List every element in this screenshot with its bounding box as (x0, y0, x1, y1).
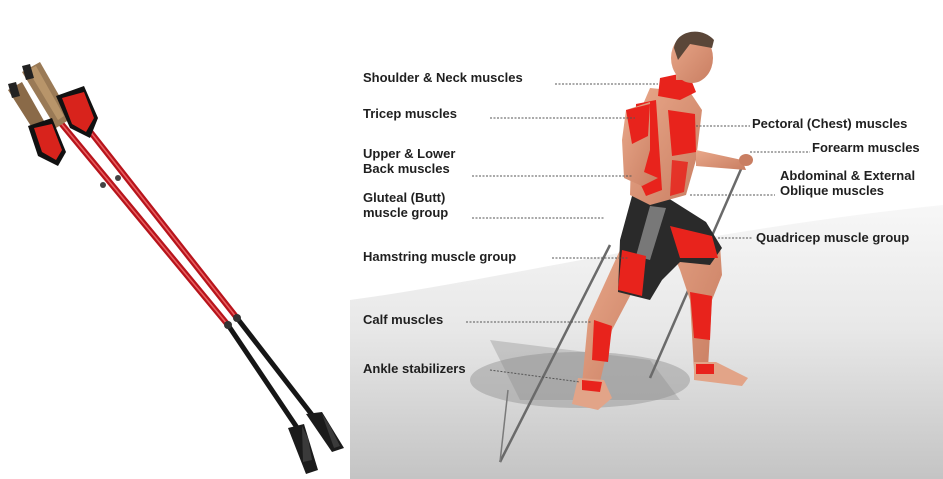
muscle-diagram: Shoulder & Neck muscles Tricep muscles U… (350, 0, 943, 479)
nordic-walking-poles-icon (0, 0, 350, 479)
label-tricep-muscles: Tricep muscles (363, 106, 457, 121)
label-back-muscles: Upper & Lower Back muscles (363, 146, 455, 176)
label-forearm-muscles: Forearm muscles (812, 140, 920, 155)
nordic-poles-image (0, 0, 350, 479)
label-shoulder-neck-muscles: Shoulder & Neck muscles (363, 70, 523, 85)
label-quadricep-muscle-group: Quadricep muscle group (756, 230, 909, 245)
label-gluteal-muscle-group: Gluteal (Butt) muscle group (363, 190, 448, 220)
label-pectoral-chest-muscles: Pectoral (Chest) muscles (752, 116, 907, 131)
label-ankle-stabilizers: Ankle stabilizers (363, 361, 466, 376)
label-hamstring-muscle-group: Hamstring muscle group (363, 249, 516, 264)
label-calf-muscles: Calf muscles (363, 312, 443, 327)
label-abdominal-oblique-muscles: Abdominal & External Oblique muscles (780, 168, 915, 198)
